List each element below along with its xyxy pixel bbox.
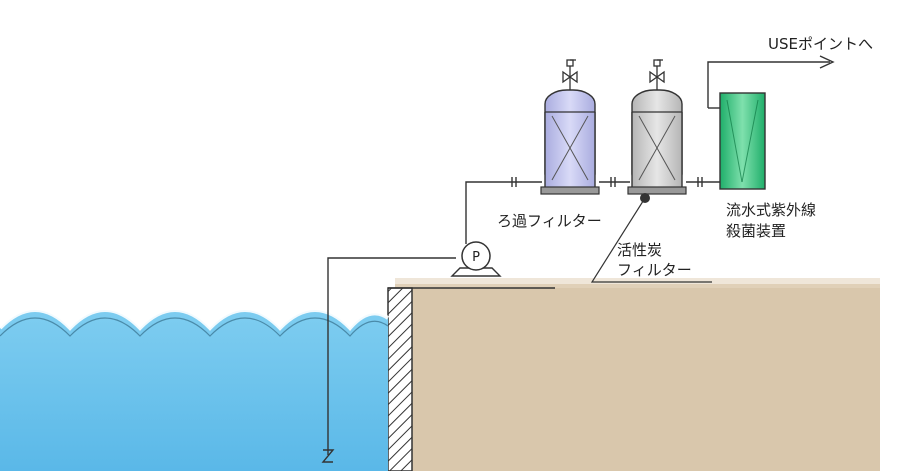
pump-label: P bbox=[472, 250, 480, 265]
pump-icon bbox=[461, 241, 491, 271]
uv-label-line1: 流水式紫外線 bbox=[726, 201, 817, 219]
valve-icon bbox=[649, 59, 665, 90]
arrow-right-icon bbox=[819, 55, 835, 69]
water-body bbox=[0, 308, 390, 471]
carbon-filter-label-line2: フィルター bbox=[617, 261, 692, 279]
flange-2 bbox=[610, 177, 616, 187]
outlet-pipe bbox=[707, 61, 830, 108]
wave-crest-line bbox=[0, 308, 390, 331]
pump: P bbox=[450, 241, 502, 277]
valve-icon bbox=[562, 59, 578, 90]
carbon-filter-label-line1: 活性炭 bbox=[617, 241, 663, 259]
use-point-label: USEポイントへ bbox=[768, 35, 873, 53]
filtration-tank bbox=[540, 89, 600, 195]
ground bbox=[395, 278, 880, 471]
flange-3 bbox=[697, 177, 703, 187]
intake-pipe bbox=[327, 257, 456, 455]
retaining-wall bbox=[387, 287, 413, 471]
uv-sterilizer bbox=[719, 92, 766, 190]
carbon-leader-line bbox=[590, 197, 712, 283]
flange-1 bbox=[511, 177, 517, 187]
filtration-filter-label: ろ過フィルター bbox=[497, 212, 602, 230]
intake-end-mark bbox=[321, 449, 335, 463]
activated-carbon-tank bbox=[627, 89, 687, 203]
uv-label-line2: 殺菌装置 bbox=[726, 222, 787, 240]
